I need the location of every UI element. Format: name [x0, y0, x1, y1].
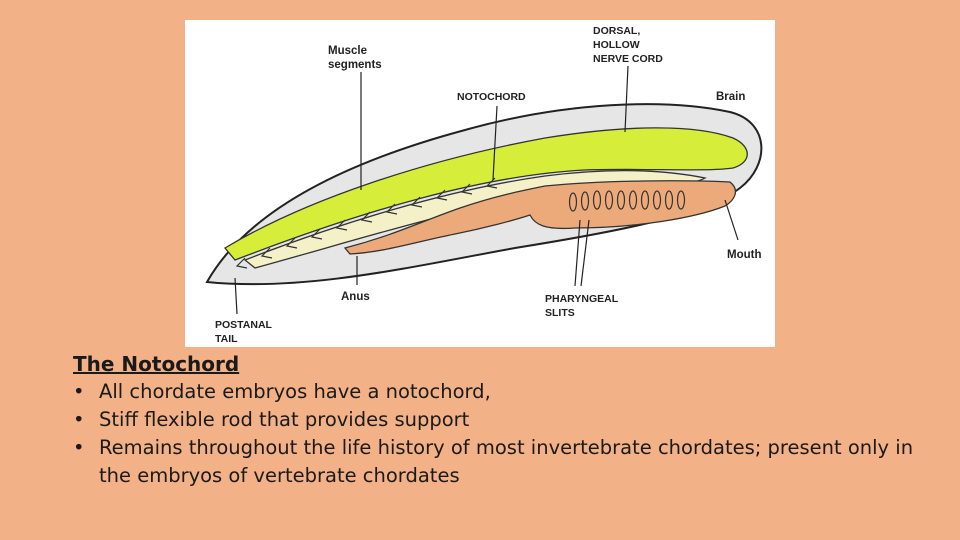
slide-text: The Notochord • All chordate embryos hav… — [73, 350, 933, 490]
bullet-text: All chordate embryos have a notochord, — [99, 380, 491, 403]
label-muscle-segments: Muscle segments — [328, 44, 382, 72]
bullet-item: • All chordate embryos have a notochord, — [73, 378, 933, 406]
label-postanal-tail: POSTANAL TAIL — [215, 318, 272, 346]
slide-heading: The Notochord — [73, 350, 933, 378]
bullet-text: Remains throughout the life history of m… — [99, 436, 913, 487]
bullet-item: • Remains throughout the life history of… — [73, 434, 933, 490]
label-dorsal-nerve-cord: DORSAL, HOLLOW NERVE CORD — [593, 24, 663, 66]
chordate-body-illustration — [185, 20, 775, 347]
label-brain: Brain — [716, 90, 745, 104]
label-mouth: Mouth — [727, 248, 761, 262]
bullet-item: • Stiff flexible rod that provides suppo… — [73, 406, 933, 434]
bullet-marker: • — [73, 378, 85, 406]
label-pharyngeal-slits: PHARYNGEAL SLITS — [545, 292, 618, 320]
bullet-marker: • — [73, 434, 85, 462]
label-anus: Anus — [341, 290, 370, 304]
bullet-text: Stiff flexible rod that provides support — [99, 408, 469, 431]
bullet-marker: • — [73, 406, 85, 434]
chordate-diagram: Muscle segments DORSAL, HOLLOW NERVE COR… — [185, 20, 775, 347]
label-notochord: NOTOCHORD — [457, 90, 526, 104]
